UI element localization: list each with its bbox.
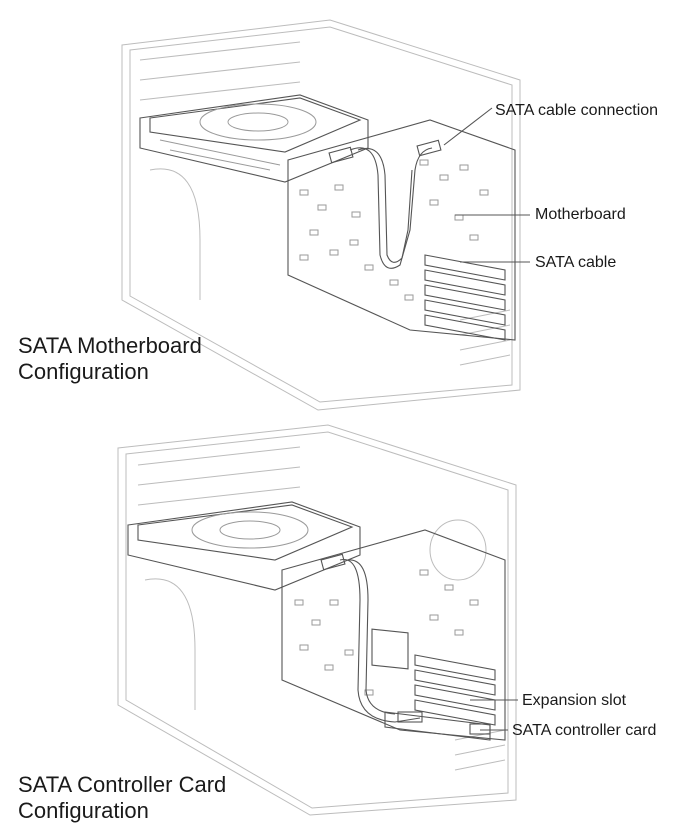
callout-sata-cable-connection: SATA cable connection bbox=[495, 102, 659, 119]
callout-sata-cable: SATA cable bbox=[535, 254, 617, 271]
bottom-caption-line-1: SATA Controller Card bbox=[18, 772, 227, 797]
callout-sata-controller-card: SATA controller card bbox=[512, 722, 657, 739]
top-sata-cable bbox=[328, 139, 442, 269]
bottom-case-outline bbox=[117, 424, 517, 816]
bottom-hard-drive bbox=[127, 501, 361, 591]
top-motherboard bbox=[287, 119, 516, 341]
bottom-caption-line-2: Configuration bbox=[18, 798, 149, 823]
callout-motherboard: Motherboard bbox=[535, 206, 626, 223]
bottom-sata-cable bbox=[320, 553, 423, 723]
top-caption-line-1: SATA Motherboard bbox=[18, 333, 202, 358]
top-computer-illustration bbox=[121, 19, 530, 411]
bottom-figure-caption: SATA Controller Card Configuration bbox=[18, 772, 226, 824]
callout-expansion-slot: Expansion slot bbox=[522, 692, 627, 709]
top-case-outline bbox=[121, 19, 521, 411]
top-caption-line-2: Configuration bbox=[18, 359, 149, 384]
top-expansion-slots bbox=[424, 254, 506, 341]
top-figure-caption: SATA Motherboard Configuration bbox=[18, 333, 202, 385]
bottom-leader-lines bbox=[470, 699, 518, 731]
bottom-sata-controller-card bbox=[384, 711, 491, 741]
top-leader-lines bbox=[443, 107, 530, 263]
bottom-motherboard bbox=[281, 529, 506, 741]
bottom-expansion-slots bbox=[414, 654, 496, 726]
